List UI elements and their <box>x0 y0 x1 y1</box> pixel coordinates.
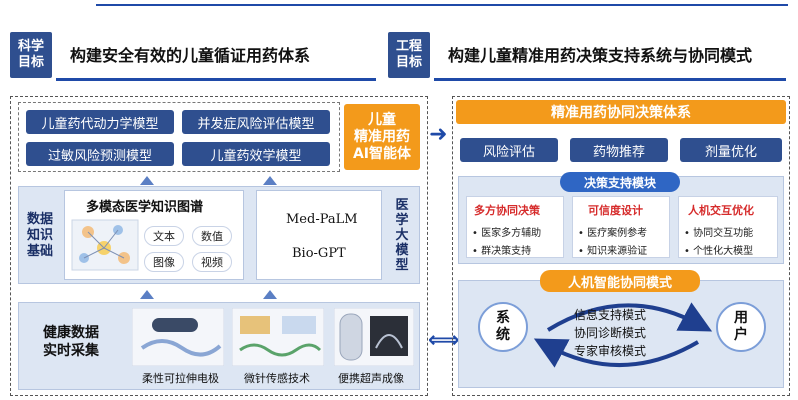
top-rule <box>96 4 788 6</box>
card-hci-item-2-text: 个性化大模型 <box>693 246 754 257</box>
science-goal-underline <box>56 78 376 81</box>
med-llm-box <box>256 190 382 280</box>
mode-info-support: 信息支持模式 <box>574 308 647 322</box>
up-arrow-kg <box>140 176 154 185</box>
science-goal-label: 科学 目标 <box>10 32 52 78</box>
system-node: 系 统 <box>478 302 528 352</box>
collab-title: 人机智能协同模式 <box>540 270 700 292</box>
card-credibility-item-1: • 医疗案例参考 <box>578 228 648 239</box>
kg-tag-image: 图像 <box>144 252 184 272</box>
card-collab-item-1: • 医家多方辅助 <box>472 228 542 239</box>
ultrasound-image <box>334 308 414 366</box>
microneedle-image <box>232 308 324 366</box>
engineering-goal-underline <box>434 78 786 81</box>
med-model-palm: Med-PaLM <box>286 212 358 227</box>
kg-tag-text: 文本 <box>144 226 184 246</box>
btn-drug-recommendation: 药物推荐 <box>570 138 668 162</box>
mode-collab-diagnosis: 协同诊断模式 <box>574 326 647 340</box>
card-credibility-title: 可信度设计 <box>588 204 643 217</box>
knowledge-graph-title: 多模态医学知识图谱 <box>86 200 204 215</box>
btn-dose-optimization: 剂量优化 <box>680 138 782 162</box>
engineering-goal-text: 构建儿童精准用药决策支持系统与协同模式 <box>448 46 753 65</box>
device-microneedle-label: 微针传感技术 <box>244 372 310 385</box>
card-collab-item-2-text: 群决策支持 <box>481 246 532 257</box>
card-credibility <box>572 196 670 258</box>
arrow-agent-to-system: ➜ <box>429 122 448 147</box>
up-arrow-health-2 <box>263 290 277 299</box>
up-arrow-llm <box>263 176 277 185</box>
card-credibility-item-2-text: 知识来源验证 <box>587 246 648 257</box>
knowledge-graph-image <box>71 219 139 271</box>
card-collab-decision-title: 多方协同决策 <box>474 204 540 217</box>
engineering-goal-label: 工程 目标 <box>388 32 430 78</box>
right-panel <box>452 96 790 396</box>
card-credibility-item-1-text: 医疗案例参考 <box>587 228 648 239</box>
system-title: 精准用药协同决策体系 <box>456 100 786 124</box>
kg-tag-video: 视频 <box>192 252 232 272</box>
model-pd: 儿童药效学模型 <box>182 142 330 166</box>
decision-module-title: 决策支持模块 <box>560 172 680 192</box>
arrow-health-collab: ⟺ <box>428 328 460 353</box>
card-hci-item-1-text: 协同交互功能 <box>693 228 754 239</box>
btn-risk-assessment: 风险评估 <box>460 138 558 162</box>
kg-tag-numeric: 数值 <box>192 226 232 246</box>
user-node: 用 户 <box>716 302 766 352</box>
health-data-label: 健康数据 实时采集 <box>43 325 99 359</box>
card-hci <box>678 196 778 258</box>
card-hci-title: 人机交互优化 <box>688 204 754 217</box>
device-electrode-label: 柔性可拉伸电极 <box>142 372 219 385</box>
left-panel <box>10 96 428 396</box>
card-hci-item-1: • 协同交互功能 <box>684 228 754 239</box>
up-arrow-health-1 <box>140 290 154 299</box>
models-group <box>18 102 340 172</box>
med-model-biogpt: Bio-GPT <box>292 246 346 261</box>
science-goal-text: 构建安全有效的儿童循证用药体系 <box>70 46 311 65</box>
model-complication-risk: 并发症风险评估模型 <box>182 110 330 134</box>
model-pk: 儿童药代动力学模型 <box>26 110 174 134</box>
card-credibility-item-2: • 知识来源验证 <box>578 246 648 257</box>
card-hci-item-2: • 个性化大模型 <box>684 246 754 257</box>
device-ultrasound-label: 便携超声成像 <box>338 372 404 385</box>
card-collab-item-2: • 群决策支持 <box>472 246 532 257</box>
card-collab-item-1-text: 医家多方辅助 <box>481 228 542 239</box>
med-llm-label: 医 学 大 模 型 <box>395 197 409 273</box>
ai-agent-box: 儿童 精准用药 AI智能体 <box>344 104 420 170</box>
model-allergy-risk: 过敏风险预测模型 <box>26 142 174 166</box>
data-foundation-label: 数据 知识 基础 <box>26 212 53 259</box>
collab-cycle-arrows <box>533 302 713 368</box>
mode-expert-review: 专家审核模式 <box>574 344 647 358</box>
card-collab-decision <box>466 196 564 258</box>
flexible-electrode-image <box>132 308 224 366</box>
